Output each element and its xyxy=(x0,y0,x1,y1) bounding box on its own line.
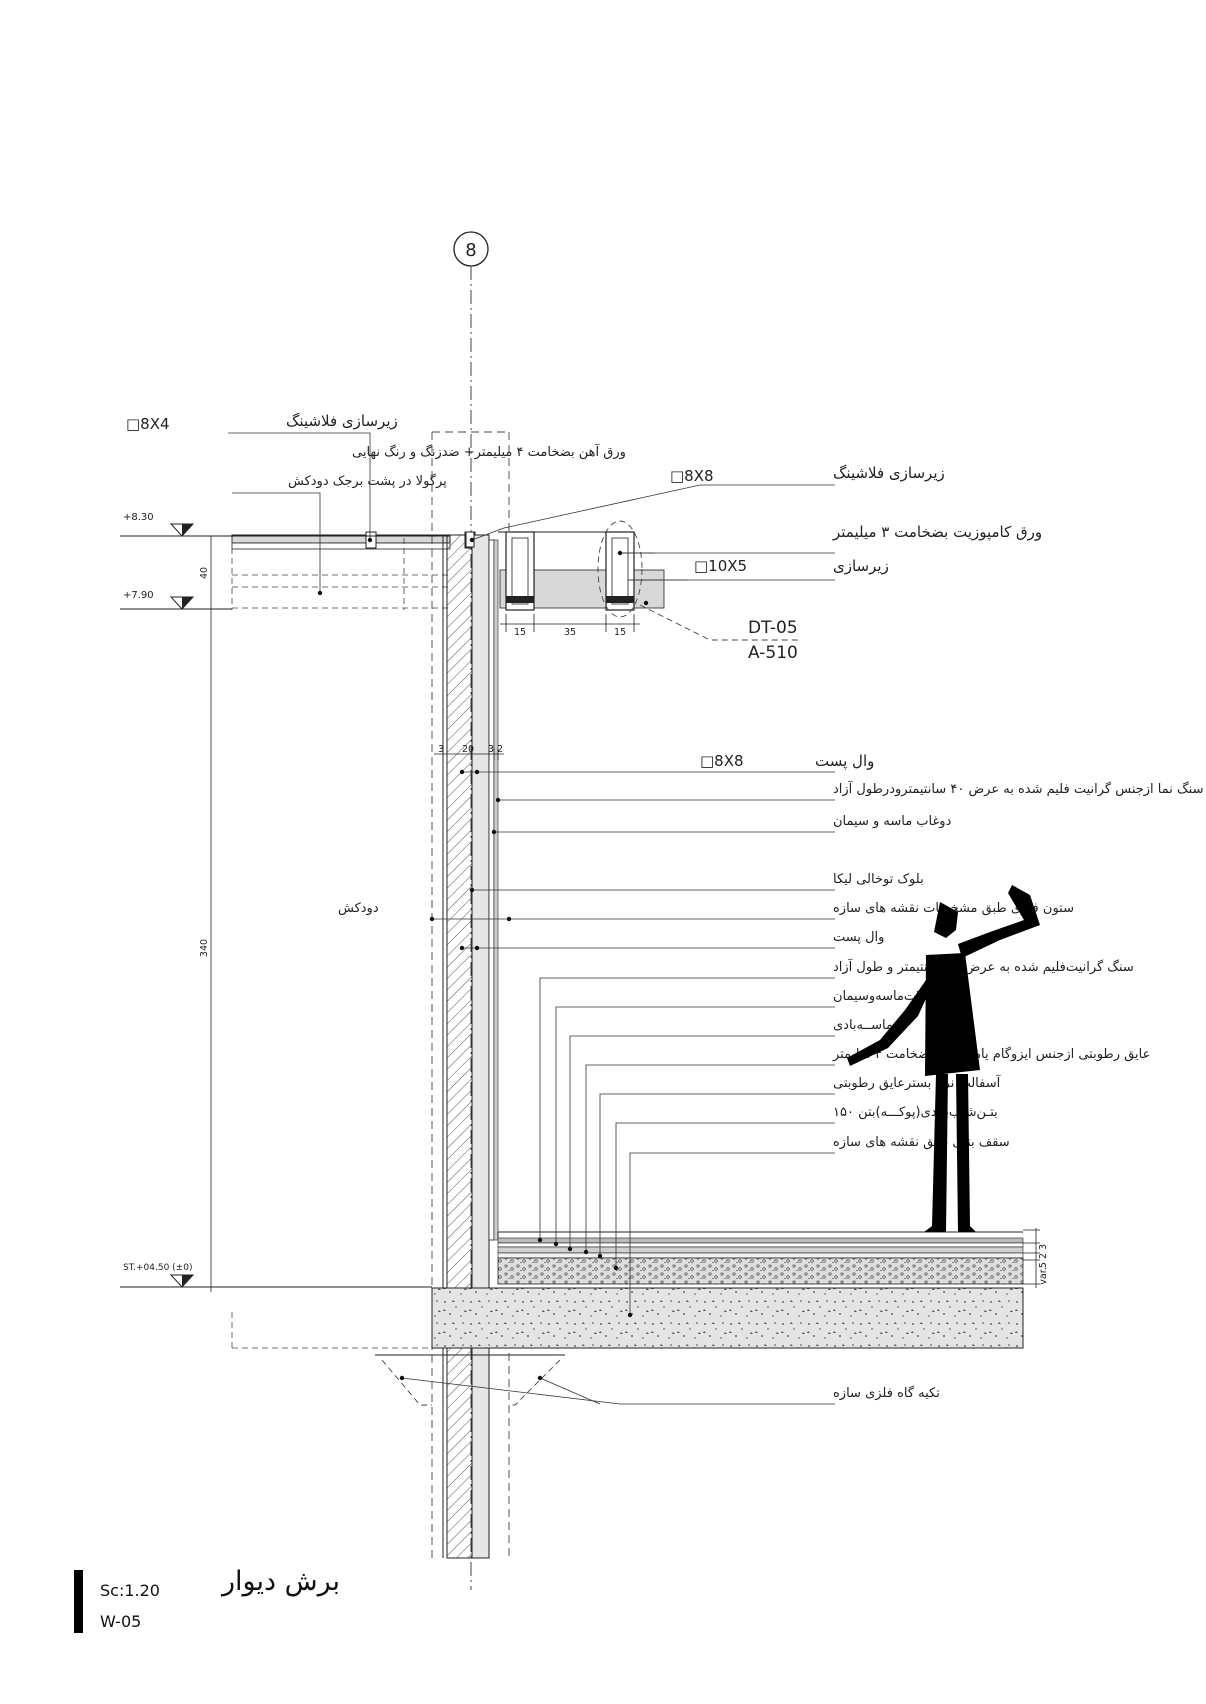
label-leca-block: بلوک توخالی لیکا xyxy=(833,872,924,887)
label-granite-2: سنگ گرانیت‌فلیم شده به عرض ۴۰ سانتیمتر و… xyxy=(833,958,1134,975)
human-figure xyxy=(847,885,1040,1232)
label-waterproof: عایق رطوبتی ازجنس ایزوگام یامشابه به ضخا… xyxy=(832,1046,1150,1062)
composite-subframe: 15 35 15 xyxy=(498,520,800,641)
leader-dots xyxy=(317,537,649,1381)
dim-wall-height: 340 xyxy=(199,939,210,957)
label-steel-support: تکیه گاه فلزی سازه xyxy=(833,1385,940,1401)
label-wall-post: وال پست xyxy=(833,930,884,945)
label-composite: ورق کامپوزیت بضخامت ۳ میلیمتر xyxy=(832,523,1042,542)
label-subframe: زیرسازی xyxy=(833,557,889,575)
scale-label: Sc:1.20 xyxy=(100,1581,160,1600)
label-subframe-size: □10X5 xyxy=(694,557,747,575)
label-pergola: پرگولا در پشت برجک دودکش xyxy=(288,473,447,489)
label-steel-column: ستون فلزی طبق مشخصات نقشه های سازه xyxy=(833,901,1074,916)
elevation-mid: +7.90 xyxy=(123,590,154,601)
label-sand: ماســه‌بادی xyxy=(833,1018,893,1033)
dim-var: var. xyxy=(1038,1267,1049,1285)
elevation-floor: ST.+04.50 (±0) xyxy=(123,1263,192,1273)
dim-sub-b: 35 xyxy=(564,627,576,638)
label-flashing-right: زیرسازی فلاشینگ xyxy=(833,464,945,482)
label-wall-post-top: وال پست xyxy=(815,752,874,771)
dim-sub-c: 15 xyxy=(614,627,626,638)
label-flashing-left-size: □8X4 xyxy=(126,415,170,433)
dim-layer-3: 3 xyxy=(488,744,494,755)
label-flashing-left: زیرسازی فلاشینگ xyxy=(286,412,398,430)
label-granite-1: سنگ نما ازجنس گرانیت فلیم شده به عرض ۴۰ … xyxy=(833,780,1203,797)
vertical-dimensions: 40 340 xyxy=(199,535,217,1292)
drawing-title: برش دیوار xyxy=(222,1566,340,1597)
chimney-outline xyxy=(431,431,510,1558)
label-steel-sheet: ورق آهن بضخامت ۴ میلیمتر+ ضدزنگ و رنگ نه… xyxy=(352,443,626,460)
label-concrete-slab: سقف بتنی طبق نقشه های سازه xyxy=(833,1135,1010,1150)
dim-parapet-height: 40 xyxy=(199,567,210,579)
label-flashing-right-size: □8X8 xyxy=(670,467,714,485)
label-chimney: دودکش xyxy=(338,901,379,916)
wall-layer-dimensions: 3 20 3 2 xyxy=(434,744,504,760)
upper-left-labels: □8X4 زیرسازی فلاشینگ ورق آهن بضخامت ۴ می… xyxy=(126,412,626,489)
dim-sub-a: 15 xyxy=(514,627,526,638)
sheet-number: W-05 xyxy=(100,1612,142,1631)
wall-labels: □8X8 وال پست سنگ نما ازجنس گرانیت فلیم ش… xyxy=(338,752,1203,1401)
label-slurry: دوغاب ماسه و سیمان xyxy=(833,814,952,829)
upper-right-labels: □8X8 زیرسازی فلاشینگ ورق کامپوزیت بضخامت… xyxy=(670,464,1042,663)
floor-slab: 5 2 3 var. xyxy=(231,1228,1049,1352)
elevation-markers: +8.30 +7.90 ST.+04.50 (±0) xyxy=(120,512,450,1288)
grid-bubble-number: 8 xyxy=(465,240,476,261)
leader-lines xyxy=(228,432,835,1405)
detail-ref-2: A-510 xyxy=(748,643,798,663)
detail-ref-1: DT-05 xyxy=(748,618,798,638)
elevation-top: +8.30 xyxy=(123,512,154,523)
dim-layer-1: 3 xyxy=(438,744,444,755)
main-wall xyxy=(442,531,499,1559)
label-mortar: ملات‌ماسه‌وسیمان xyxy=(833,989,931,1004)
parapet-roof xyxy=(231,531,476,610)
label-asphalt: آسفالت نرم بسترعایق رطوبتی xyxy=(833,1074,1002,1091)
dim-layer-4: 2 xyxy=(497,744,503,755)
footer-bar xyxy=(74,1570,83,1633)
label-slope-concrete: بتـن‌شیب‌بنـدی(پوکـــه)بتن ۱۵۰ xyxy=(833,1105,998,1120)
dim-floor-layers: 5 2 3 xyxy=(1038,1244,1049,1268)
dim-layer-2: 20 xyxy=(462,744,474,755)
label-wall-post-top-size: □8X8 xyxy=(700,752,744,770)
steel-support xyxy=(375,1354,565,1406)
